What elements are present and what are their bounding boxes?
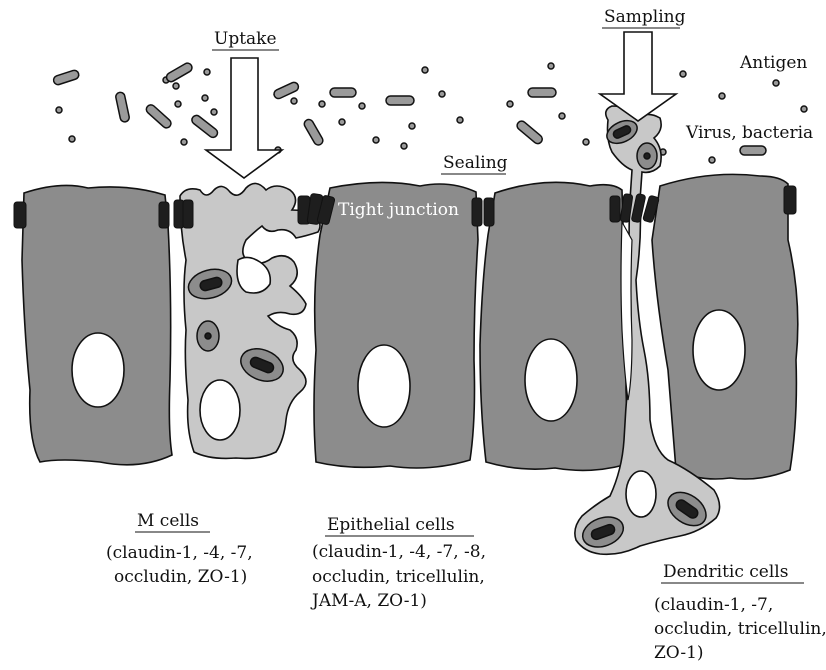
svg-text:JAM-A, ZO-1): JAM-A, ZO-1) bbox=[310, 591, 427, 611]
svg-text:(claudin-1, -7,: (claudin-1, -7, bbox=[654, 595, 773, 615]
svg-text:occludin, tricellulin,: occludin, tricellulin, bbox=[654, 619, 826, 639]
svg-text:occludin, tricellulin,: occludin, tricellulin, bbox=[312, 567, 485, 587]
dendritic-nucleus bbox=[626, 471, 656, 517]
virus-bacteria-label: Virus, bacteria bbox=[685, 123, 813, 143]
epithelial-cells bbox=[22, 174, 798, 479]
m-cell-nucleus bbox=[200, 380, 240, 440]
svg-text:Sealing: Sealing bbox=[443, 153, 508, 173]
dendritic-cells-caption: Dendritic cells (claudin-1, -7, occludin… bbox=[654, 562, 826, 663]
svg-text:(claudin-1, -4, -7,: (claudin-1, -4, -7, bbox=[106, 543, 253, 563]
antigen-label: Antigen bbox=[739, 53, 807, 73]
epithelial-cells-caption: Epithelial cells (claudin-1, -4, -7, -8,… bbox=[310, 515, 486, 611]
epithelial-cell-3 bbox=[480, 182, 627, 470]
epithelial-cell-1 bbox=[22, 185, 172, 464]
svg-text:ZO-1): ZO-1) bbox=[654, 643, 704, 663]
svg-text:Epithelial cells: Epithelial cells bbox=[327, 515, 455, 535]
sealing-label: Sealing bbox=[441, 153, 508, 174]
sampling-label: Sampling bbox=[602, 7, 686, 28]
m-cell bbox=[180, 183, 320, 458]
uptake-label: Uptake bbox=[212, 29, 279, 50]
svg-text:Uptake: Uptake bbox=[214, 29, 277, 49]
svg-text:occludin, ZO-1): occludin, ZO-1) bbox=[114, 567, 247, 587]
svg-text:Dendritic cells: Dendritic cells bbox=[663, 562, 788, 582]
uptake-arrow bbox=[206, 58, 282, 178]
m-cells-caption: M cells (claudin-1, -4, -7, occludin, ZO… bbox=[106, 511, 253, 587]
svg-text:M cells: M cells bbox=[137, 511, 199, 531]
tight-junction-label: Tight junction bbox=[338, 200, 459, 220]
svg-text:(claudin-1, -4, -7, -8,: (claudin-1, -4, -7, -8, bbox=[312, 542, 486, 562]
svg-text:Sampling: Sampling bbox=[604, 7, 686, 27]
antigen-particles bbox=[52, 62, 807, 163]
epithelial-cell-2 bbox=[314, 182, 478, 468]
